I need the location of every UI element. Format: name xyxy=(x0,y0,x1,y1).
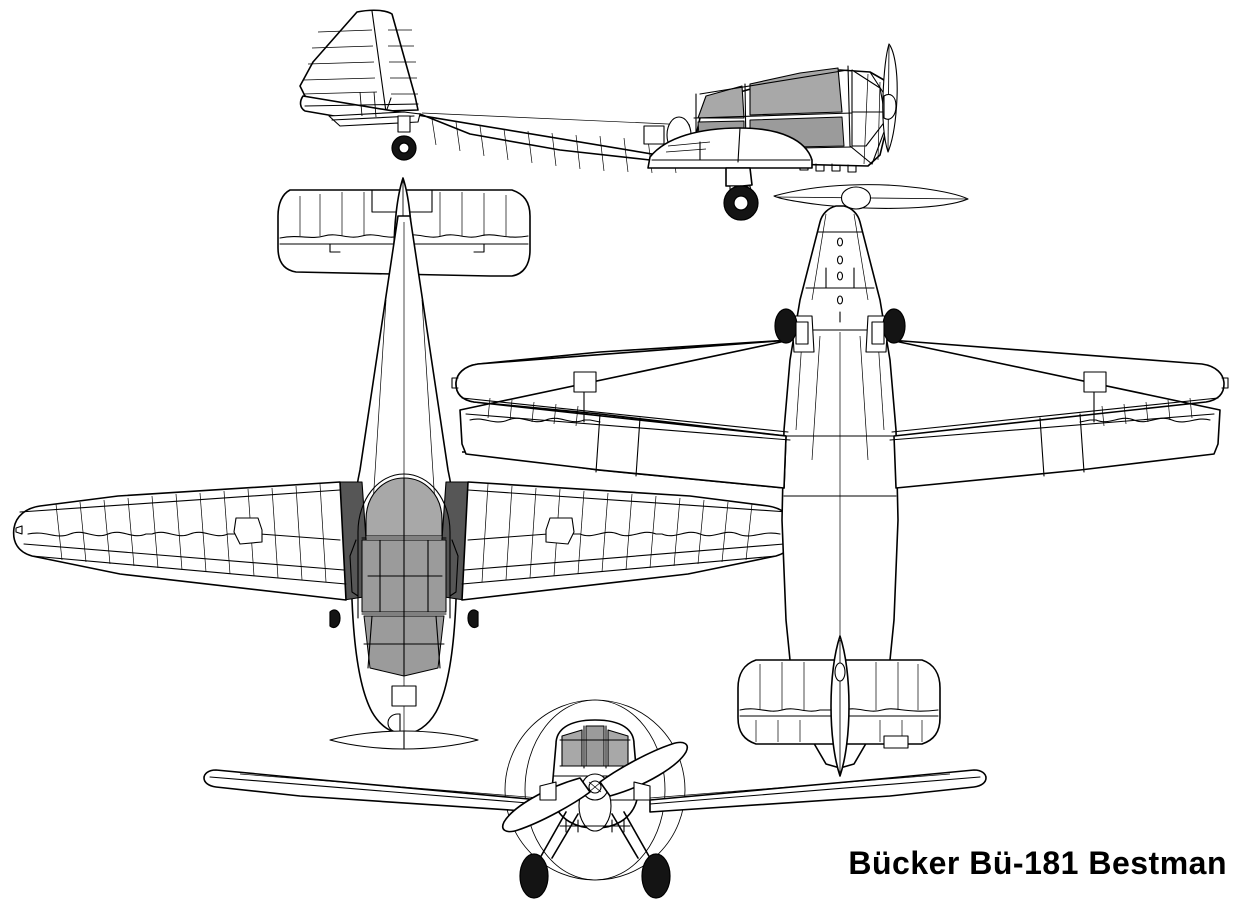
front-view xyxy=(203,699,987,899)
drawing-caption: Bücker Bü-181 Bestman xyxy=(848,845,1227,881)
side-view xyxy=(299,9,898,221)
bottom-view xyxy=(12,177,796,750)
top-view xyxy=(451,184,1229,777)
